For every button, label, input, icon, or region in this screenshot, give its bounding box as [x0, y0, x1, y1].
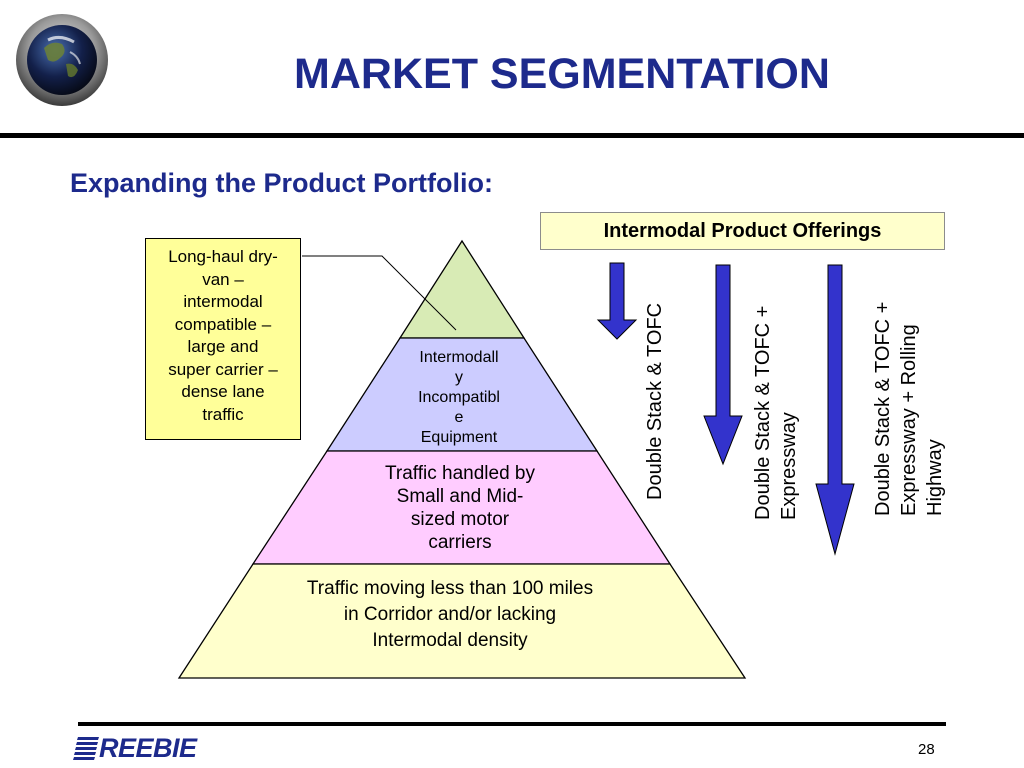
callout-line: intermodal	[183, 292, 263, 311]
slide-subtitle: Expanding the Product Portfolio:	[70, 168, 493, 198]
callout-line: Long-haul dry-	[168, 247, 278, 266]
callout-line: dense lane	[181, 382, 265, 401]
arrow-label-line: Double Stack & TOFC +	[752, 305, 774, 520]
callout-leader-line	[302, 255, 457, 331]
arrow-double-stack	[596, 262, 638, 340]
pyramid-tier-4	[177, 563, 747, 679]
pyramid-tier-1	[398, 239, 526, 339]
tier-4-label: Traffic moving less than 100 miles in Co…	[260, 576, 640, 654]
slide-title: MARKET SEGMENTATION	[294, 50, 830, 98]
tier-3-line: sized motor	[410, 509, 510, 530]
footer-divider	[78, 722, 946, 726]
tier-4-line: Traffic moving less than 100 miles	[306, 578, 594, 599]
arrow-label-rolling-highway: Double Stack & TOFC + Expressway + Rolli…	[870, 302, 948, 516]
long-haul-callout: Long-haul dry- van – intermodal compatib…	[145, 238, 301, 440]
arrow-label-line: Double Stack & TOFC	[644, 302, 666, 500]
arrow-expressway	[703, 264, 743, 466]
arrow-rolling-highway	[815, 264, 855, 556]
tier-4-line: Intermodal density	[372, 630, 528, 651]
arrow-label-expressway: Double Stack & TOFC + Expressway	[750, 306, 802, 520]
arrow-label-line: Highway	[924, 439, 946, 516]
arrow-label-double-stack: Double Stack & TOFC	[642, 303, 668, 500]
page-number: 28	[918, 741, 935, 758]
offerings-header-box: Intermodal Product Offerings	[540, 212, 945, 250]
reebie-logo-text: REEBIE	[99, 733, 197, 763]
tier-2-line: e	[454, 409, 464, 426]
tier-4-line: in Corridor and/or lacking	[343, 604, 557, 625]
arrow-label-line: Expressway	[778, 412, 800, 520]
tier-2-label: Intermodall y Incompatibl e Equipment	[398, 348, 520, 450]
tier-2-line: Incompatibl	[418, 389, 500, 406]
callout-line: van –	[202, 269, 244, 289]
reebie-logo-mark-icon	[73, 737, 99, 760]
arrow-label-line: Expressway + Rolling	[898, 324, 920, 516]
callout-line: traffic	[202, 404, 244, 424]
tier-3-line: carriers	[428, 532, 492, 553]
title-divider	[0, 133, 1024, 138]
globe-logo	[16, 14, 108, 106]
callout-line: compatible –	[174, 314, 272, 334]
tier-3-label: Traffic handled by Small and Mid- sized …	[360, 462, 560, 554]
tier-2-line: Intermodall	[419, 349, 499, 366]
tier-2-line: Equipment	[420, 429, 498, 446]
tier-3-line: Traffic handled by	[385, 463, 535, 484]
tier-2-line: y	[455, 369, 463, 386]
tier-3-line: Small and Mid-	[396, 486, 524, 507]
callout-line: super carrier –	[168, 359, 278, 379]
arrow-label-line: Double Stack & TOFC +	[872, 301, 894, 516]
callout-line: large and	[187, 337, 259, 356]
